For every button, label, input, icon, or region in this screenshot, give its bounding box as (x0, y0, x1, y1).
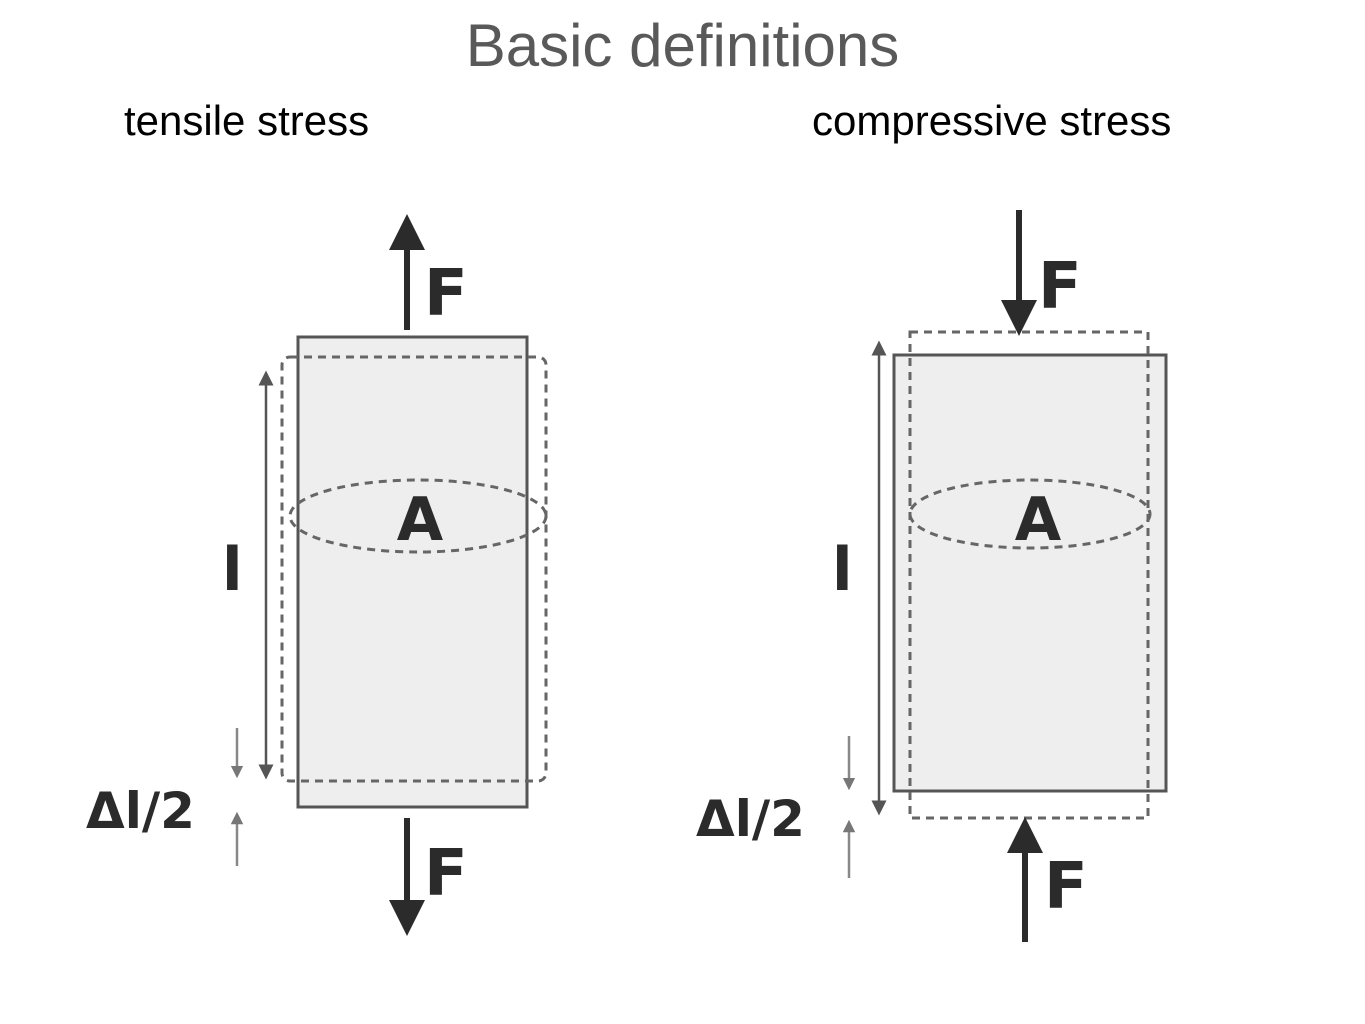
tensile-bottom-force-label: F (424, 837, 468, 911)
tensile-top-force-label: F (424, 257, 468, 331)
compressive-area-label: A (1015, 485, 1062, 555)
compressive-length-label: l (832, 535, 853, 605)
tensile-delta-label: Δl/2 (86, 782, 195, 840)
tensile-stress-heading: tensile stress (124, 97, 370, 144)
compressive-body (892, 353, 1168, 793)
tensile-body (296, 335, 529, 809)
compressive-diagram: A F F l Δl/2 (696, 210, 1168, 942)
compressive-bottom-force-label: F (1044, 850, 1088, 924)
compressive-top-force-label: F (1038, 250, 1082, 324)
tensile-area-label: A (397, 485, 444, 555)
compressive-delta-label: Δl/2 (696, 790, 805, 848)
compressive-stress-heading: compressive stress (812, 97, 1172, 144)
tensile-diagram: A F F l Δl/2 (86, 214, 548, 936)
tensile-length-label: l (222, 535, 243, 605)
tensile-cross-section (288, 478, 548, 554)
tensile-original-outline (280, 355, 548, 783)
page-title: Basic definitions (465, 12, 900, 79)
compressive-cross-section (908, 478, 1152, 550)
